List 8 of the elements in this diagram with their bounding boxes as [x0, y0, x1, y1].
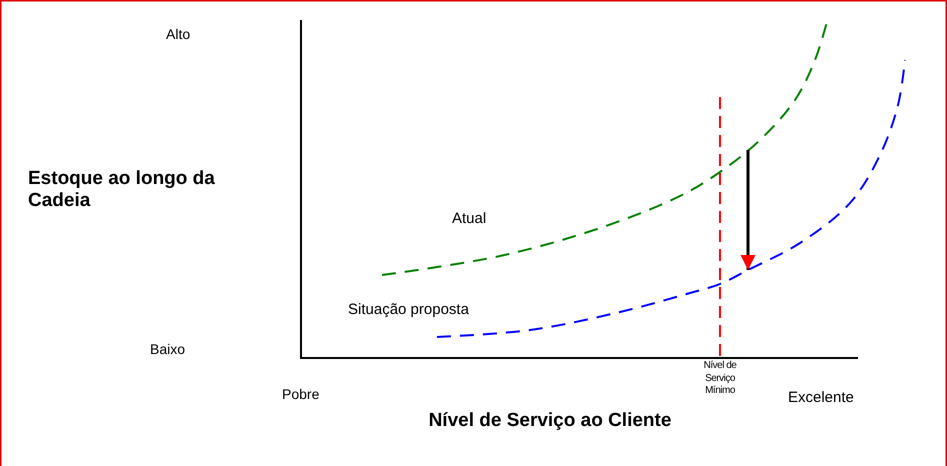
curve-label: Atual: [452, 210, 488, 228]
axis-value-label: Alto: [166, 26, 192, 42]
axis-value-label: Excelente: [788, 389, 855, 406]
curve-label: Situação proposta: [348, 301, 470, 318]
axis-title: Estoque ao longo da Cadeia: [28, 168, 216, 212]
axis-value-label: Pobre: [282, 386, 320, 402]
axis-value-label: Baixo: [150, 341, 186, 358]
axis-title: Nível de Serviço ao Cliente: [428, 410, 672, 432]
